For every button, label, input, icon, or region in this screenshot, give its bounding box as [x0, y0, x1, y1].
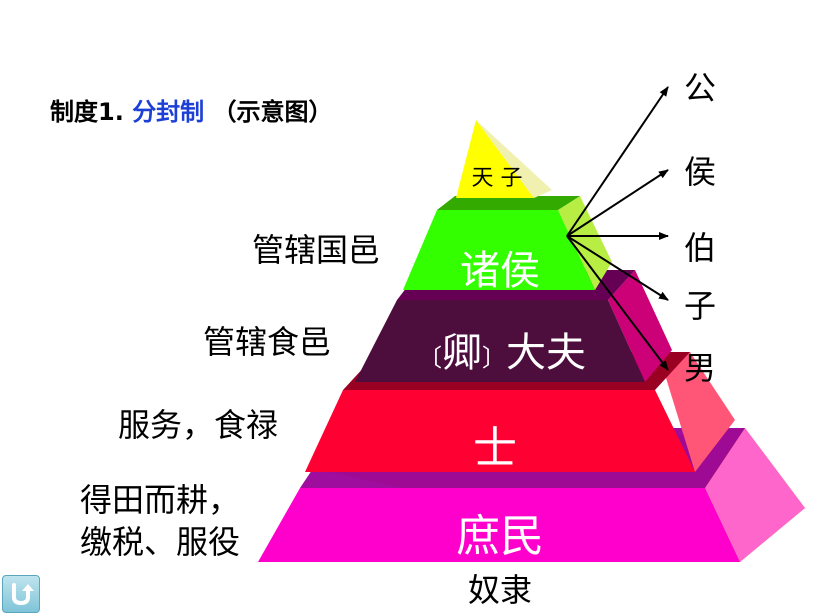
rank-bo: 伯: [684, 229, 717, 267]
desc-shumin-line1: 得田而耕，: [80, 481, 241, 519]
label-shumin: 庶民: [456, 511, 544, 562]
title-highlight: 分封制: [132, 98, 205, 126]
level-tianzi: [456, 120, 552, 198]
desc-dafu: 管辖食邑: [203, 323, 332, 361]
arrow-nan: [566, 235, 669, 371]
label-zhuhou: 诸侯: [460, 248, 540, 294]
desc-shumin-line2: 缴税、服役: [80, 523, 241, 561]
dafu-text: 大夫: [506, 330, 586, 376]
rank-gong: 公: [684, 69, 717, 107]
arrow-hou: [566, 169, 669, 237]
rank-arrows: [566, 86, 669, 371]
title-prefix: 制度1.: [50, 98, 124, 126]
arrow-zi: [566, 235, 669, 301]
dafu-qing: 卿: [442, 330, 482, 376]
level-zhuhou: [403, 196, 612, 290]
label-tianzi: 天 子: [471, 166, 523, 191]
label-dafu: 〔卿〕大夫: [362, 320, 642, 378]
label-nuli: 奴隶: [467, 571, 532, 609]
rank-zi: 子: [684, 287, 717, 325]
diagram-title: 制度1. 分封制 （示意图）: [50, 92, 333, 127]
title-suffix: （示意图）: [212, 98, 333, 126]
label-shi: 士: [473, 423, 517, 474]
desc-zhuhou: 管辖国邑: [252, 231, 381, 269]
u-turn-icon: [12, 583, 34, 606]
arrow-gong: [566, 86, 669, 237]
dafu-bracket-open: 〔: [418, 344, 442, 372]
rank-nan: 男: [684, 349, 717, 387]
rank-hou: 侯: [684, 153, 717, 191]
desc-shi: 服务，食禄: [118, 406, 279, 444]
dafu-bracket-close: 〕: [482, 344, 506, 372]
return-button[interactable]: [2, 575, 40, 613]
